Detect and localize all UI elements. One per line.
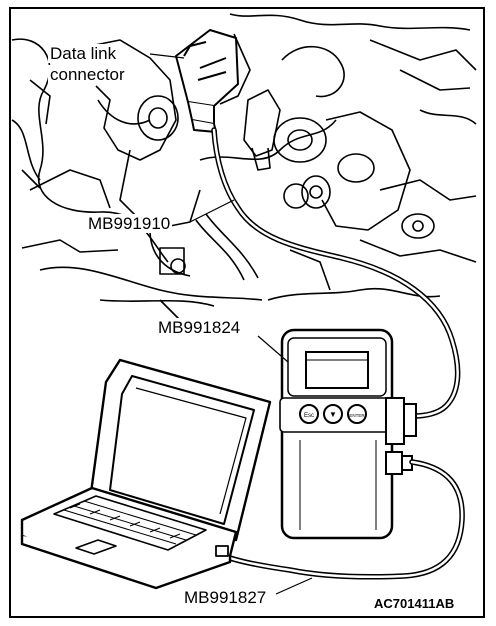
vci-button-label-1: ▼ bbox=[329, 410, 337, 419]
label-mb991827: MB991827 bbox=[182, 588, 269, 607]
vci-display bbox=[305, 351, 369, 389]
vci-button-label-0: Esc bbox=[304, 413, 314, 419]
laptop-port bbox=[215, 545, 229, 557]
engine-bay-illustration bbox=[11, 13, 477, 331]
data-link-connector bbox=[175, 29, 239, 133]
leader-lines bbox=[149, 53, 313, 595]
leader-mb991827 bbox=[275, 577, 313, 595]
label-dlc-line2: connector bbox=[48, 65, 127, 84]
label-dlc-line1: Data link bbox=[48, 44, 119, 63]
vci-button-label-2: ENTER bbox=[349, 413, 365, 418]
vci-esc-button[interactable] bbox=[299, 404, 319, 424]
laptop-screen bbox=[109, 375, 255, 525]
figure-code: AC701411AB bbox=[374, 596, 455, 611]
leader-dlc bbox=[149, 53, 185, 59]
vci-unit: Esc ▼ ENTER bbox=[279, 328, 417, 540]
vci-enter-button[interactable] bbox=[347, 404, 367, 424]
laptop-touchpad bbox=[75, 539, 117, 555]
leader-mb991910 bbox=[189, 199, 235, 223]
label-mb991824: MB991824 bbox=[156, 318, 243, 337]
vci-side-connector-lower bbox=[385, 451, 403, 475]
vci-side-connector-upper bbox=[385, 397, 405, 445]
label-mb991910: MB991910 bbox=[86, 214, 173, 233]
laptop-computer bbox=[20, 358, 272, 590]
figure-frame bbox=[9, 7, 485, 618]
vci-down-button[interactable] bbox=[323, 404, 343, 424]
leader-mb991824 bbox=[257, 335, 289, 363]
